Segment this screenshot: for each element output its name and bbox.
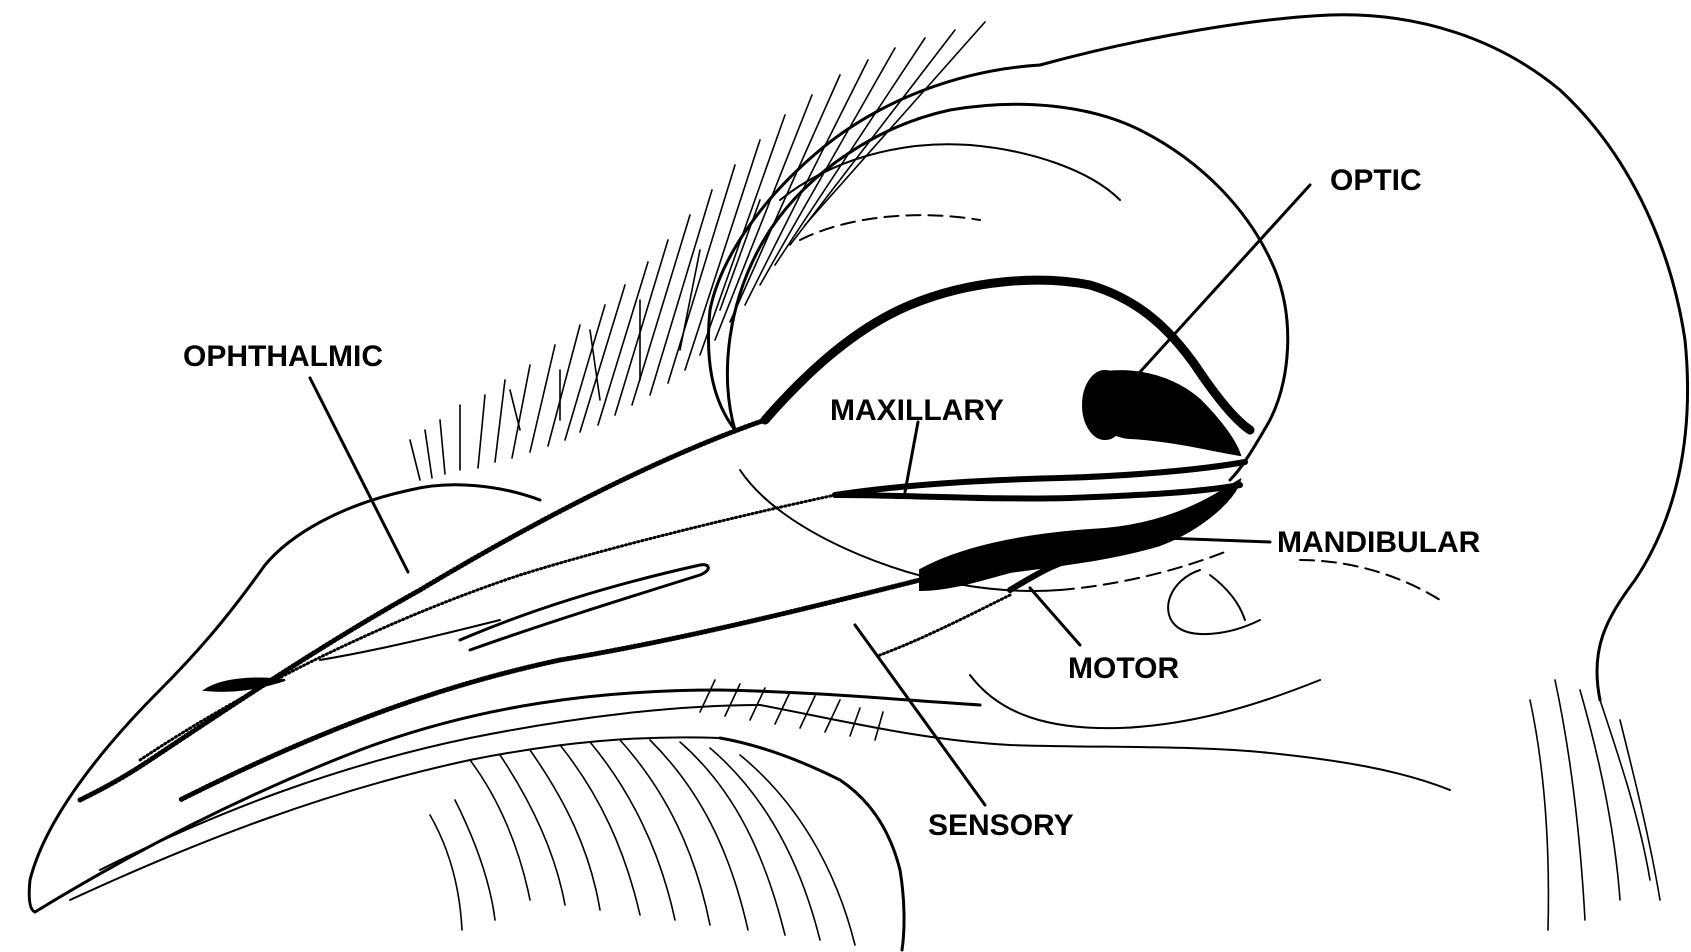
label-ophthalmic: OPHTHALMIC <box>183 340 383 373</box>
label-motor: MOTOR <box>1068 652 1179 685</box>
label-optic: OPTIC <box>1330 164 1422 197</box>
leader-maxillary <box>905 422 918 492</box>
leader-sensory <box>855 625 985 805</box>
leader-optic <box>1140 185 1310 372</box>
label-sensory: SENSORY <box>928 809 1074 842</box>
label-maxillary: MAXILLARY <box>830 394 1004 427</box>
leader-motor <box>1030 588 1080 645</box>
leader-ophthalmic <box>310 378 408 572</box>
label-mandibular: MANDIBULAR <box>1277 526 1481 559</box>
ear-region <box>1168 560 1440 634</box>
labels: OPHTHALMIC OPTIC MAXILLARY MANDIBULAR MO… <box>183 164 1481 842</box>
